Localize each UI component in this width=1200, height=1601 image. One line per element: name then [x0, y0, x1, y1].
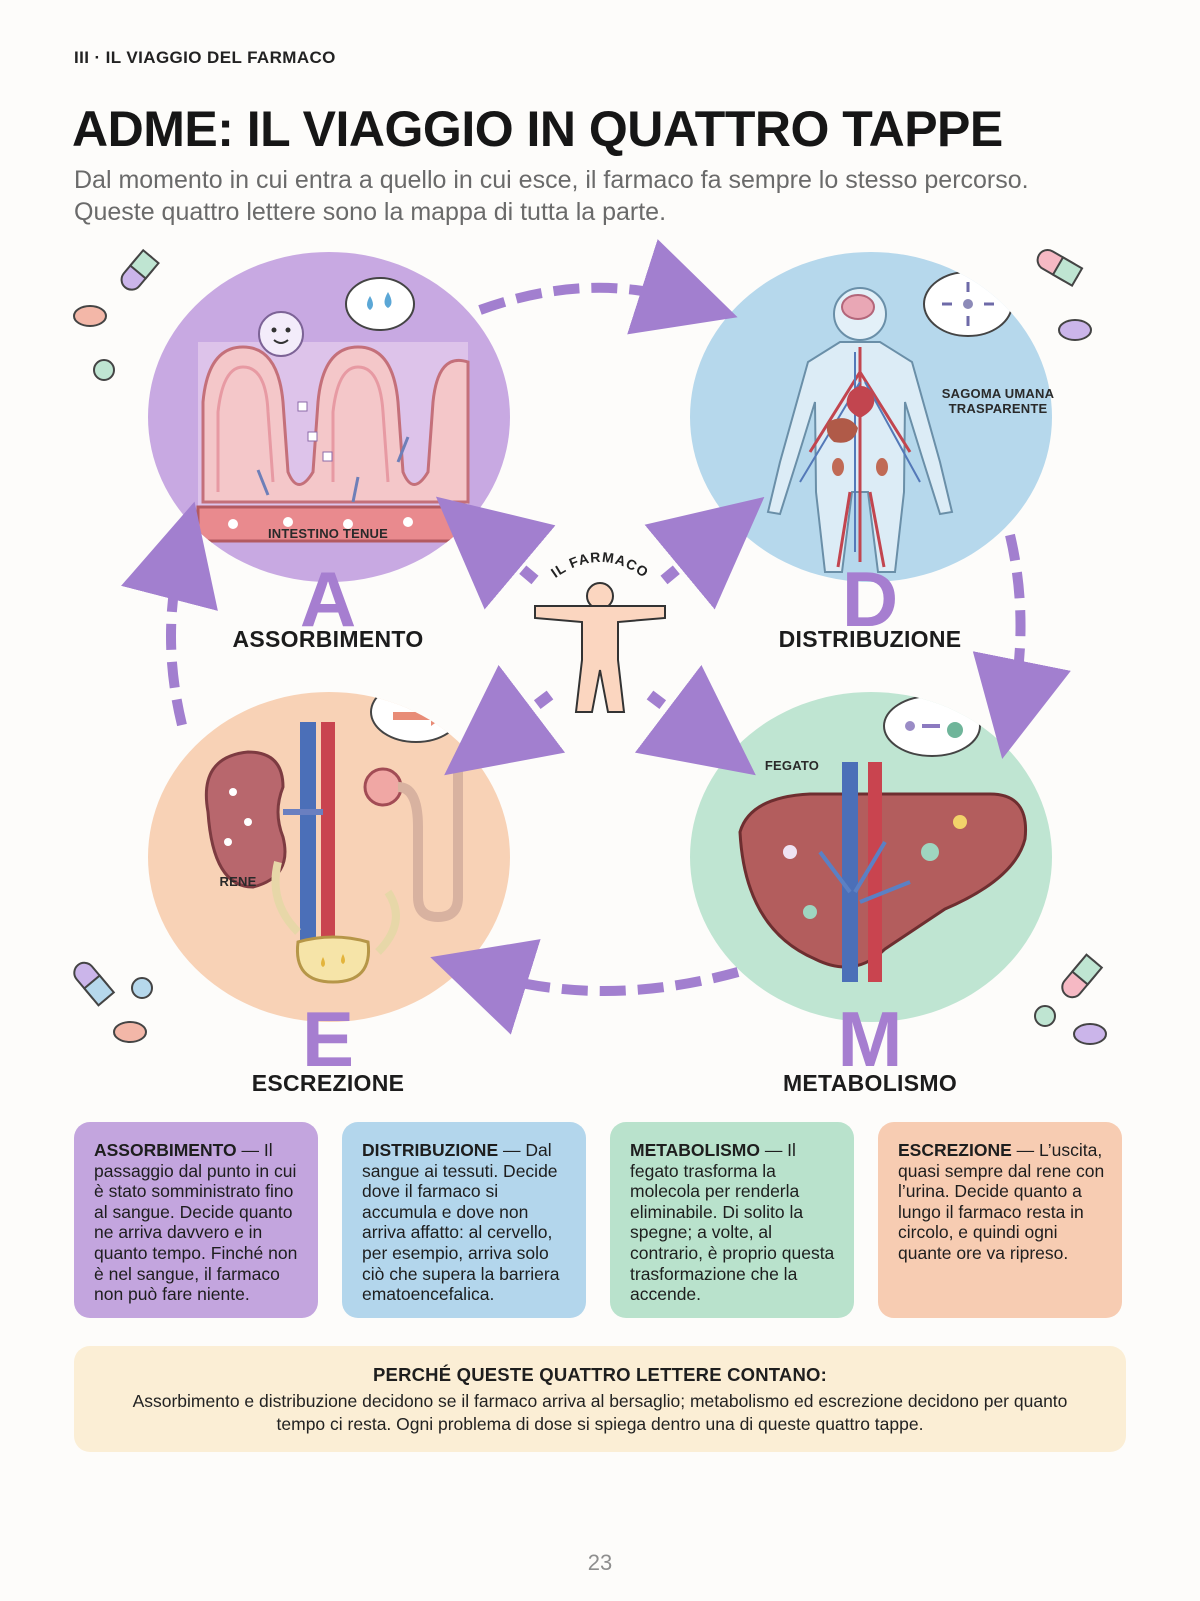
arrow-d-to-m: [972, 533, 1071, 760]
small-intestine-illustration: [196, 277, 470, 543]
card-term: DISTRIBUZIONE: [362, 1140, 499, 1160]
arrow-center-to-d: [644, 496, 765, 610]
arrow-center-to-e: [444, 664, 566, 776]
absorption-circle: [148, 252, 510, 582]
stage-name-excretion: ESCREZIONE: [251, 1070, 405, 1096]
stage-cards: ASSORBIMENTO — Il passaggio dal punto in…: [74, 1122, 1126, 1318]
card-text: — Il fegato trasforma la molecola per re…: [630, 1140, 835, 1305]
center-arrows: [435, 496, 765, 776]
card-term: ESCREZIONE: [898, 1140, 1012, 1160]
arrow-center-to-a: [435, 496, 556, 610]
card-distribution: DISTRIBUZIONE — Dal sangue ai tessuti. D…: [342, 1122, 586, 1318]
page-number: 23: [587, 1550, 613, 1575]
summary-note: PERCHÉ QUESTE QUATTRO LETTERE CONTANO: A…: [74, 1346, 1126, 1452]
card-excretion: ESCREZIONE — L’uscita, quasi sempre dal …: [878, 1122, 1122, 1318]
card-text: — Il passaggio dal punto in cui è stato …: [94, 1140, 298, 1305]
arrow-center-to-m: [634, 664, 756, 776]
letter-e: E: [301, 995, 355, 1083]
diagram-overlay: IL FARMACO: [73, 239, 1107, 1045]
pill-decorations: [73, 248, 1107, 1045]
note-body: Assorbimento e distribuzione decidono se…: [132, 1391, 1068, 1434]
kidney-illustration: [204, 692, 479, 984]
stage-name-metabolism: METABOLISMO: [782, 1070, 958, 1096]
card-text: — L’uscita, quasi sempre dal rene con l’…: [898, 1140, 1105, 1263]
cycle-arrows: [121, 239, 1071, 1035]
arrow-m-to-e: [430, 939, 740, 1035]
liver-illustration: [738, 695, 1028, 982]
letter-m: M: [837, 995, 903, 1083]
page-title: ADME: IL VIAGGIO IN QUATTRO TAPPE: [72, 101, 1003, 157]
stage-name-distribution: DISTRIBUZIONE: [778, 626, 962, 652]
organ-tag-kidney: RENE: [219, 874, 257, 889]
card-term: ASSORBIMENTO: [94, 1140, 237, 1160]
card-term: METABOLISMO: [630, 1140, 760, 1160]
center-label: IL FARMACO: [548, 549, 651, 581]
arrow-e-to-a: [121, 501, 218, 727]
drug-figure-icon: [534, 582, 666, 713]
svg-text:IL FARMACO: IL FARMACO: [548, 549, 652, 581]
organ-tag-body-silhouette: SAGOMA UMANA TRASPARENTE: [941, 386, 1055, 416]
page-subtitle: Dal momento in cui entra a quello in cui…: [74, 166, 1029, 226]
adme-diagram: INTESTINO TENUE SAGOMA UMANA TRASPARENTE…: [0, 230, 1200, 1100]
arrow-a-to-d: [478, 239, 738, 335]
letter-d: D: [841, 555, 899, 643]
letter-a: A: [299, 555, 357, 643]
card-absorption: ASSORBIMENTO — Il passaggio dal punto in…: [74, 1122, 318, 1318]
organ-tag-liver: FEGATO: [764, 758, 820, 773]
stage-name-absorption: ASSORBIMENTO: [232, 626, 424, 652]
organ-tag-small-intestine: INTESTINO TENUE: [267, 526, 388, 541]
card-metabolism: METABOLISMO — Il fegato trasforma la mol…: [610, 1122, 854, 1318]
card-text: — Dal sangue ai tessuti. Decide dove il …: [362, 1140, 560, 1305]
section-label: III · IL VIAGGIO DEL FARMACO: [74, 48, 336, 67]
note-title: PERCHÉ QUESTE QUATTRO LETTERE CONTANO:: [372, 1364, 827, 1385]
human-silhouette-illustration: [766, 271, 1013, 573]
